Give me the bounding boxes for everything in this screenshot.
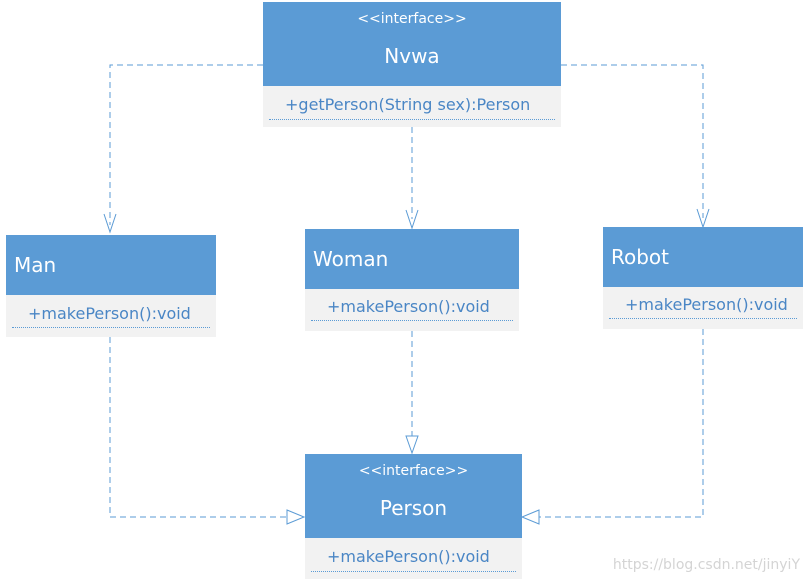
triangle-head-robot bbox=[520, 509, 540, 525]
class-man-method: +makePerson():void bbox=[28, 304, 191, 323]
class-man-name: Man bbox=[14, 253, 57, 277]
class-person-method: +makePerson():void bbox=[327, 547, 490, 566]
class-person[interactable]: <<interface>> Person +makePerson():void bbox=[305, 454, 522, 579]
class-robot-method: +makePerson():void bbox=[625, 295, 788, 314]
class-man-methods: +makePerson():void bbox=[6, 295, 216, 337]
method-underline bbox=[311, 571, 516, 572]
class-nvwa-header: <<interface>> Nvwa bbox=[263, 2, 561, 86]
arrowhead-woman bbox=[405, 209, 419, 230]
class-robot-header: Robot bbox=[603, 227, 803, 287]
realization-line-robot-person bbox=[539, 329, 704, 518]
class-robot-methods: +makePerson():void bbox=[603, 287, 803, 329]
class-nvwa-stereotype: <<interface>> bbox=[357, 11, 467, 27]
class-person-methods: +makePerson():void bbox=[305, 538, 522, 579]
class-person-name: Person bbox=[379, 496, 448, 520]
watermark: https://blog.csdn.net/jinyiY bbox=[612, 557, 800, 573]
class-robot[interactable]: Robot +makePerson():void bbox=[603, 227, 803, 329]
class-man[interactable]: Man +makePerson():void bbox=[6, 235, 216, 337]
triangle-head-woman bbox=[405, 435, 419, 455]
class-woman-name: Woman bbox=[313, 247, 389, 271]
arrowhead-man bbox=[103, 213, 117, 234]
class-woman[interactable]: Woman +makePerson():void bbox=[305, 229, 519, 331]
class-woman-header: Woman bbox=[305, 229, 519, 289]
class-robot-name: Robot bbox=[611, 245, 670, 269]
class-nvwa-methods: +getPerson(String sex):Person bbox=[263, 86, 561, 127]
method-underline bbox=[269, 119, 555, 120]
method-underline bbox=[12, 327, 210, 328]
class-woman-method: +makePerson():void bbox=[327, 297, 490, 316]
triangle-head-man bbox=[286, 509, 306, 525]
class-person-header: <<interface>> Person bbox=[305, 454, 522, 538]
class-nvwa-method: +getPerson(String sex):Person bbox=[285, 95, 531, 114]
method-underline bbox=[311, 320, 513, 321]
class-nvwa[interactable]: <<interface>> Nvwa +getPerson(String sex… bbox=[263, 2, 561, 127]
class-man-header: Man bbox=[6, 235, 216, 295]
method-underline bbox=[609, 318, 797, 319]
realization-line-man-person bbox=[109, 337, 288, 518]
dependency-line-nvwa-robot bbox=[561, 64, 704, 218]
class-woman-methods: +makePerson():void bbox=[305, 289, 519, 331]
class-person-stereotype: <<interface>> bbox=[358, 463, 469, 479]
class-nvwa-name: Nvwa bbox=[384, 44, 440, 68]
dependency-line-nvwa-man bbox=[109, 64, 263, 225]
